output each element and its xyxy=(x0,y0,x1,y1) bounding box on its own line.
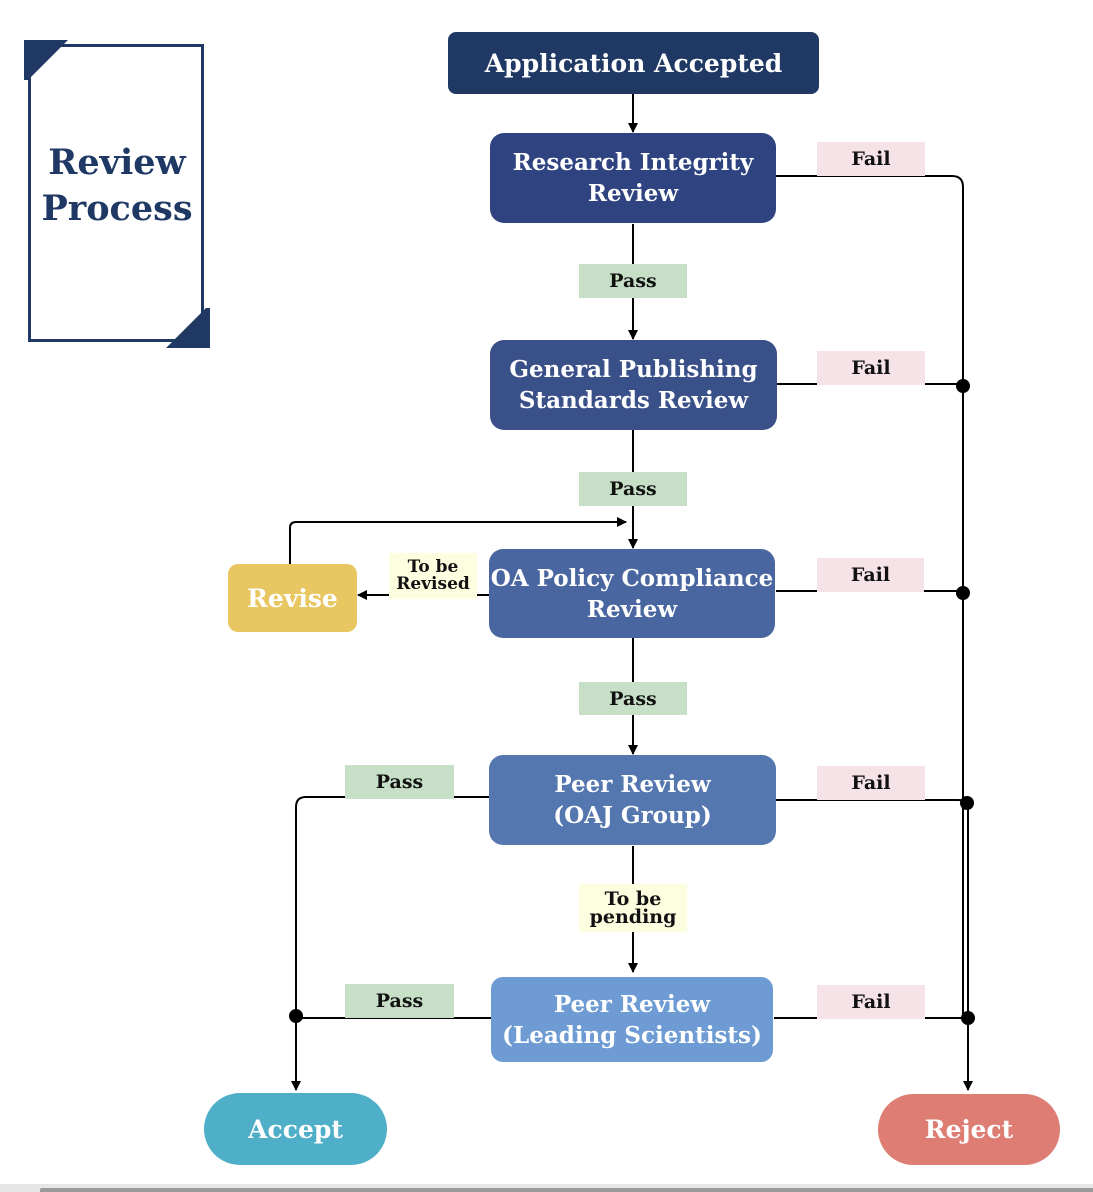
node-accept: Accept xyxy=(204,1093,387,1165)
pass-label: Pass xyxy=(345,984,454,1018)
fail-label: Fail xyxy=(817,558,924,592)
node-application-accepted: Application Accepted xyxy=(448,32,819,94)
title-frame-decoration xyxy=(24,40,210,348)
junction-dot xyxy=(960,796,974,810)
node-revise: Revise xyxy=(228,564,357,632)
junction-dot xyxy=(961,1011,975,1025)
horizontal-scrollbar[interactable] xyxy=(40,1188,1093,1192)
title-line-1: Review xyxy=(48,142,186,183)
node-peer-review-oaj: Peer Review(OAJ Group) xyxy=(489,755,776,845)
title-line-2: Process xyxy=(41,188,193,229)
page-title: Review Process xyxy=(28,140,206,232)
node-peer-review-leading: Peer Review(Leading Scientists) xyxy=(491,977,773,1062)
fail-label: Fail xyxy=(817,985,925,1019)
fail-label: Fail xyxy=(817,142,925,176)
fail-label: Fail xyxy=(817,766,925,800)
pass-label: Pass xyxy=(579,472,687,506)
junction-dot xyxy=(956,379,970,393)
pass-label: Pass xyxy=(579,682,687,715)
arrow-revise-loop-back xyxy=(289,517,627,564)
pass-label: Pass xyxy=(345,765,454,799)
pass-line-oaj xyxy=(291,796,489,1091)
junction-dot xyxy=(956,586,970,600)
fail-line-integrity xyxy=(776,175,973,1091)
title-frame xyxy=(28,44,204,342)
pass-label: Pass xyxy=(579,264,687,298)
junction-dot xyxy=(289,1009,303,1023)
fail-label: Fail xyxy=(817,351,925,385)
node-reject: Reject xyxy=(878,1094,1060,1165)
